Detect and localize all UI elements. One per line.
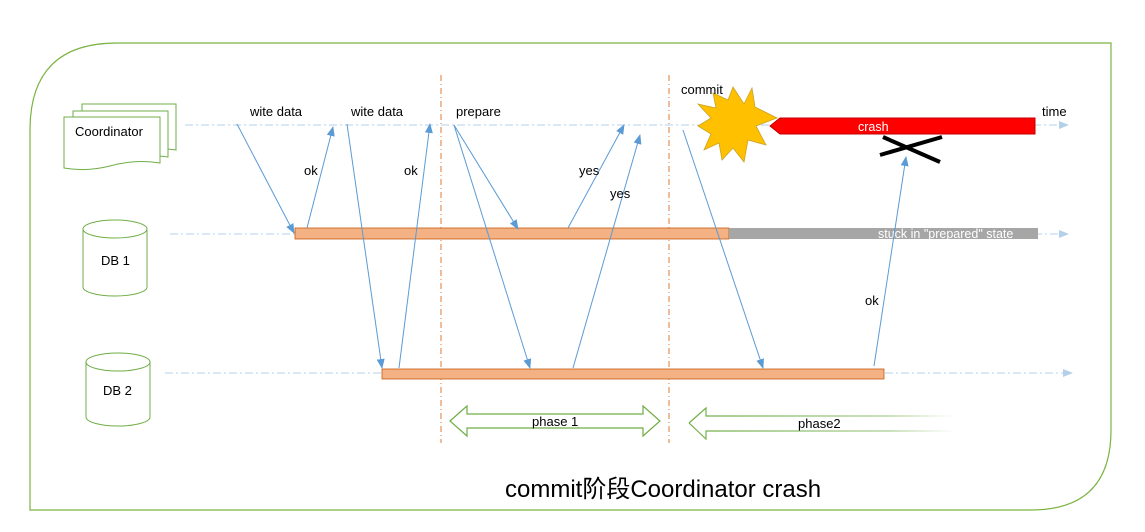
db1-active-bar xyxy=(294,227,730,240)
yes-arrow-db1 xyxy=(567,124,625,229)
commit-label: commit xyxy=(681,82,723,97)
crash-label: crash xyxy=(858,120,889,134)
yes-label-2: yes xyxy=(610,186,631,201)
db2-icon xyxy=(85,352,151,427)
write-label-2: wite data xyxy=(350,104,404,119)
stuck-label: stuck in "prepared" state xyxy=(878,227,1013,241)
time-label: time xyxy=(1042,104,1067,119)
prepare-arrow-db2 xyxy=(453,124,532,369)
phase2-arrow xyxy=(688,406,955,441)
ok-arrow-db2 xyxy=(398,123,433,369)
yes-label-1: yes xyxy=(579,163,600,178)
phase1-arrow xyxy=(449,404,661,438)
commit-arrow-db2 xyxy=(682,129,764,369)
crash-burst-icon xyxy=(696,86,778,163)
lost-message-x-icon xyxy=(879,135,943,164)
diagram-caption: commit阶段Coordinator crash xyxy=(505,476,821,503)
ok-label-1: ok xyxy=(304,163,318,178)
db1-icon xyxy=(82,219,148,297)
prepare-arrow-db1 xyxy=(453,124,519,230)
db1-label: DB 1 xyxy=(101,253,130,268)
write-arrow-db2 xyxy=(346,123,385,369)
ok-label-2: ok xyxy=(404,163,418,178)
phase1-label: phase 1 xyxy=(532,414,578,429)
yes-arrow-db2 xyxy=(572,134,642,369)
db1-stuck-bar xyxy=(729,228,1038,239)
prepare-label: prepare xyxy=(456,104,501,119)
write-label-1: wite data xyxy=(249,104,303,119)
phase2-label: phase2 xyxy=(798,416,841,431)
write-arrow-db1 xyxy=(236,123,295,234)
ok-arrow-db1 xyxy=(306,126,335,229)
crash-bar xyxy=(769,117,1036,135)
db2-active-bar xyxy=(381,368,885,380)
ok-label-3: ok xyxy=(865,293,879,308)
db2-label: DB 2 xyxy=(103,383,132,398)
ok-arrow-lost xyxy=(873,156,909,367)
coordinator-label: Coordinator xyxy=(75,124,144,139)
outer-frame xyxy=(29,42,1112,511)
coordinator-icon xyxy=(63,103,177,171)
